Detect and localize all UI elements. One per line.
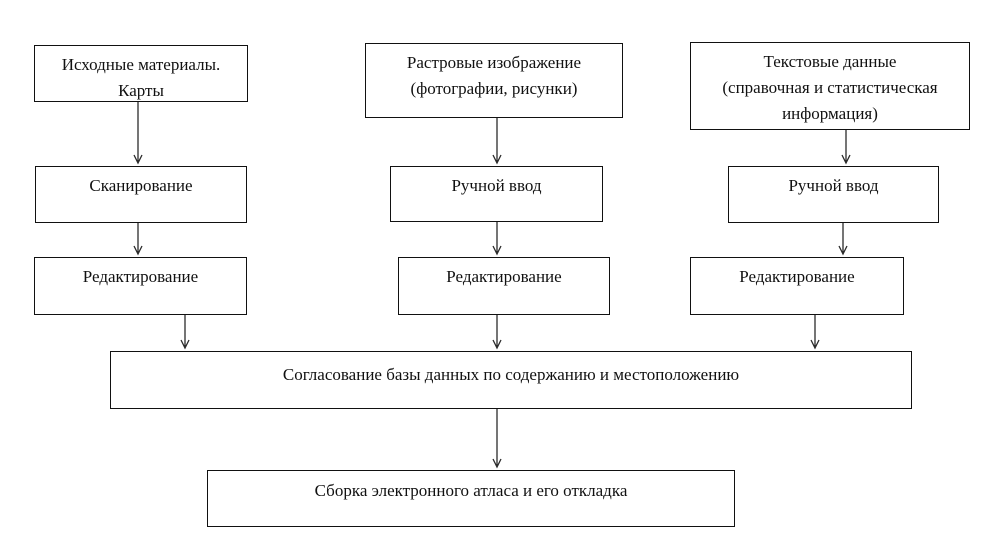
flow-arrow (492, 222, 502, 256)
node-manual-input-text: Ручной ввод (728, 166, 939, 223)
node-database-coordination: Согласование базы данных по содержанию и… (110, 351, 912, 409)
flow-arrow (492, 409, 502, 469)
node-atlas-assembly: Сборка электронного атласа и его откладк… (207, 470, 735, 527)
flow-arrow (841, 130, 851, 165)
flow-arrow (810, 315, 820, 350)
flow-arrow (492, 118, 502, 165)
node-source-materials-maps: Исходные материалы. Карты (34, 45, 248, 102)
node-scanning: Сканирование (35, 166, 247, 223)
flow-arrow (492, 315, 502, 350)
flow-arrow (180, 315, 190, 350)
node-text-data: Текстовые данные (справочная и статистич… (690, 42, 970, 130)
node-editing-text: Редактирование (690, 257, 904, 315)
node-raster-images: Растровые изображение (фотографии, рисун… (365, 43, 623, 118)
node-editing-raster: Редактирование (398, 257, 610, 315)
flow-arrow (133, 102, 143, 165)
node-editing-maps: Редактирование (34, 257, 247, 315)
flow-arrow (838, 223, 848, 256)
node-manual-input-raster: Ручной ввод (390, 166, 603, 222)
flow-arrow (133, 223, 143, 256)
